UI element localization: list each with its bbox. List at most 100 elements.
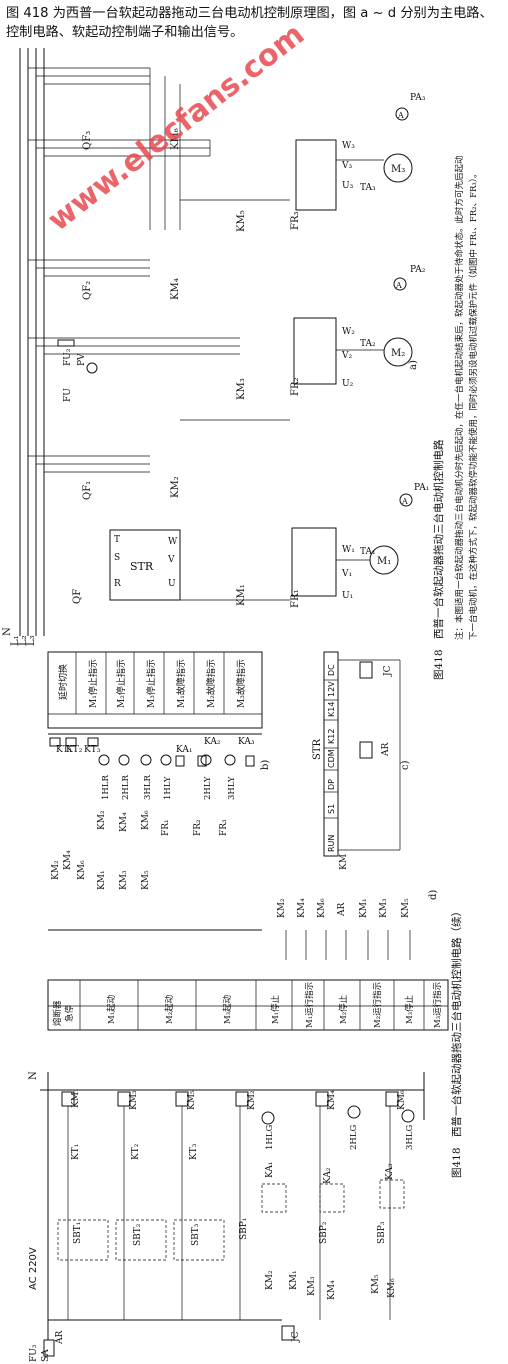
figure-a-caption: 图418 西普一台软起动器拖动三台电动机控制电路 [432, 439, 445, 680]
ka3-box [379, 1179, 405, 1209]
ctrl-table-4: M₃起动 [222, 994, 233, 1024]
b-contact-fr2: FR₂ [193, 819, 203, 836]
terminal-12v: 12V [327, 681, 336, 697]
fu-label: FU [63, 388, 73, 402]
str-t: T [114, 535, 120, 545]
sbt1-box [57, 1219, 109, 1261]
phase-l3-label: L₃ [26, 635, 37, 646]
rung-m1: KM₁ KT₁ SBT₁ [57, 1088, 109, 1320]
b-contact-km4: KM₄ [63, 850, 73, 870]
terminal-k12: K12 [327, 729, 336, 744]
watermark: www.elecfans.com [41, 17, 311, 238]
terminal-dp: DP [327, 779, 336, 790]
ka1-label: KA₁ [176, 745, 192, 755]
ta1-label: TA₁ [360, 547, 376, 557]
str-r: R [114, 579, 121, 589]
voltmeter-pv [86, 362, 98, 374]
pa1-a: A [401, 497, 408, 506]
b-contact-km3: KM₃ [119, 870, 129, 890]
ctrl-table-3: M₂起动 [164, 994, 175, 1024]
ka1-box [261, 1183, 287, 1213]
fr2-thermal-relay [293, 317, 337, 385]
rung-stop: KM₂ KM₄ KM₆ 1HLG 2HLG 3HLG KA₁ KA₂ KA₃ S… [235, 1090, 415, 1343]
ctrl-n-label: N [28, 1071, 39, 1080]
km-contact-km5: KM₅ [371, 1274, 381, 1294]
pv-label: PV [77, 353, 87, 366]
km-contact-km3: KM₃ [307, 1276, 317, 1296]
figure-c-sublabel: c) [400, 760, 411, 770]
u2-label: U₂ [342, 379, 354, 389]
km6-label: KM₆ [170, 128, 181, 150]
ctrl-table-7: M₂停止 [338, 994, 349, 1024]
ctrl-table-6: M₁运行指示 [304, 982, 315, 1028]
str-w: W [168, 537, 178, 547]
ammeter-pa3 [395, 107, 409, 121]
table-b-2: M₂停止指示 [115, 659, 127, 708]
coil-km2 [235, 1091, 249, 1107]
coil-km6-label: KM₆ [397, 1090, 407, 1110]
fr2-label: FR₂ [290, 378, 301, 396]
lamp-3hlg-label: 3HLG [405, 1125, 415, 1150]
figure-b-sublabel: b) [260, 760, 271, 770]
table-b-0: 延时切换 [57, 664, 69, 700]
km5-label: KM₅ [236, 210, 247, 232]
str-label: STR [130, 560, 154, 573]
soft-starter-str [109, 529, 181, 601]
w2-label: W₂ [342, 327, 355, 337]
kt2-label: KT₂ [66, 745, 83, 755]
table-b-3: M₃停止指示 [145, 659, 157, 708]
lamp-2hlg [347, 1105, 361, 1119]
lamp-1hlg [261, 1111, 275, 1125]
timer-kt1-label: KT₁ [71, 1144, 81, 1160]
rung-m3: KM₅ KT₃ SBT₃ [173, 1090, 225, 1320]
ka2-label: KA₂ [204, 737, 221, 747]
sbp2-label: SBP₂ [319, 1221, 329, 1244]
ctrl-table-5: M₁停止 [270, 994, 281, 1024]
b-contact-fr1: FR₁ [161, 819, 171, 836]
phase-n-label: N [2, 627, 13, 636]
coil-km4 [315, 1091, 329, 1107]
fr1-label: FR₁ [290, 590, 301, 608]
figure-a-main-circuit: N L₁ L₂ L₃ QF₃ KM₆ KM₅ FR₃ U₃ V₃ W₃ TA₃ [2, 48, 479, 680]
v1-label: V₁ [341, 569, 352, 579]
lamp-2hlr-label: 2HLR [121, 775, 131, 800]
ctrl-table-0: 熔断器 [52, 1000, 63, 1026]
jc-label: JC [291, 1331, 301, 1343]
table-b-5: M₂故障指示 [205, 659, 217, 708]
ka1-contact-label: KA₁ [265, 1162, 275, 1178]
ta3-label: TA₃ [360, 183, 376, 193]
lamp-3hly-label: 3HLY [227, 776, 237, 800]
lamp-1hly [160, 754, 172, 766]
figure-b-table [47, 651, 263, 729]
fu3-label: FU₃ [29, 1344, 39, 1362]
sbp3-label: SBP₃ [377, 1221, 387, 1244]
ammeter-pa2 [393, 277, 407, 291]
b-contact-km6: KM₆ [77, 860, 87, 880]
fr3-label: FR₃ [290, 212, 301, 230]
relay-ar-label: AR [381, 743, 391, 757]
m1-label: M₁ [377, 556, 391, 567]
m2-label: M₂ [391, 348, 405, 359]
km-contact-km1: KM₁ [289, 1270, 299, 1290]
page-heading: 图 418 为西普一台软起动器拖动三台电动机控制原理图，图 a ~ d 分别为主… [6, 6, 493, 40]
coil-jc [281, 1325, 295, 1341]
coil-km6 [385, 1091, 399, 1107]
figure-a-note-line-1: 注：本图适用一台软起动器拖动三台电动机分时先后起动，在任一台电机起动结束后，软起… [454, 155, 465, 640]
w3-label: W₃ [342, 141, 355, 151]
terminal-k14: K14 [327, 702, 336, 717]
figure-a-sublabel: a) [408, 360, 419, 370]
coil-km2-label: KM₂ [247, 1090, 257, 1110]
figure-d-outputs: KM₂ KM₄ KM₆ AR KM₁ KM₃ KM₅ d) [277, 890, 439, 960]
lamp-2hly-label: 2HLY [203, 776, 213, 800]
km-contact-km2: KM₂ [265, 1270, 275, 1290]
d-output-km4: KM₄ [297, 898, 307, 918]
lamp-3hly [224, 754, 236, 766]
figure-b-indicator-circuit: 延时切换 M₁停止指示 M₂停止指示 M₃停止指示 M₁故障指示 M₂故障指示 … [47, 651, 271, 931]
figure-bcd-caption: 图418 西普一台软起动器拖动三台电动机控制电路（续） [450, 906, 463, 1178]
pa3-a: A [397, 111, 404, 120]
kt3-coil [87, 737, 99, 747]
km-contact-km4: KM₄ [327, 1280, 337, 1300]
timer-kt3-label: KT₃ [189, 1143, 199, 1160]
ctrl-table-9: M₃停止 [404, 994, 415, 1024]
pa3-label: PA₃ [410, 93, 426, 103]
